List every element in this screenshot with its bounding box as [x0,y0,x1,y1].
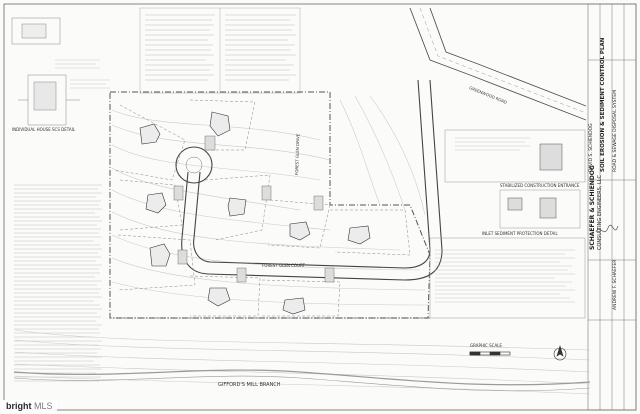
firm-name: SCHAEFER & SCHIENDOG [589,165,596,250]
watermark-suffix: MLS [34,401,53,411]
stabilized-entrance-label: STABILIZED CONSTRUCTION ENTRANCE [500,183,580,188]
inlet-sediment-detail-label: INLET SEDIMENT PROTECTION DETAIL [482,231,558,236]
firm-sub: CONSULTING ENGINEERS, LLC [597,174,603,250]
street-label-court: FOREST GLEN COURT [262,263,305,268]
watermark-brand: bright [6,401,32,411]
project-name: ROAD & SEWAGE DISPOSAL SYSTEM [613,90,618,172]
engineer-name: DAVID S. SCHIENDOG [589,123,594,172]
surveyor-name: ANDREW F. SCHAEFER [613,259,618,310]
creek-label: GIFFORD'S MILL BRANCH [218,382,281,388]
mls-watermark: bright MLS [2,400,57,412]
individual-house-detail-label: INDIVIDUAL HOUSE SCS DETAIL [12,127,76,132]
plan-title: SOIL EROSION & SEDIMENT CONTROL PLAN [600,37,606,172]
graphic-scale-label: GRAPHIC SCALE [470,343,502,348]
